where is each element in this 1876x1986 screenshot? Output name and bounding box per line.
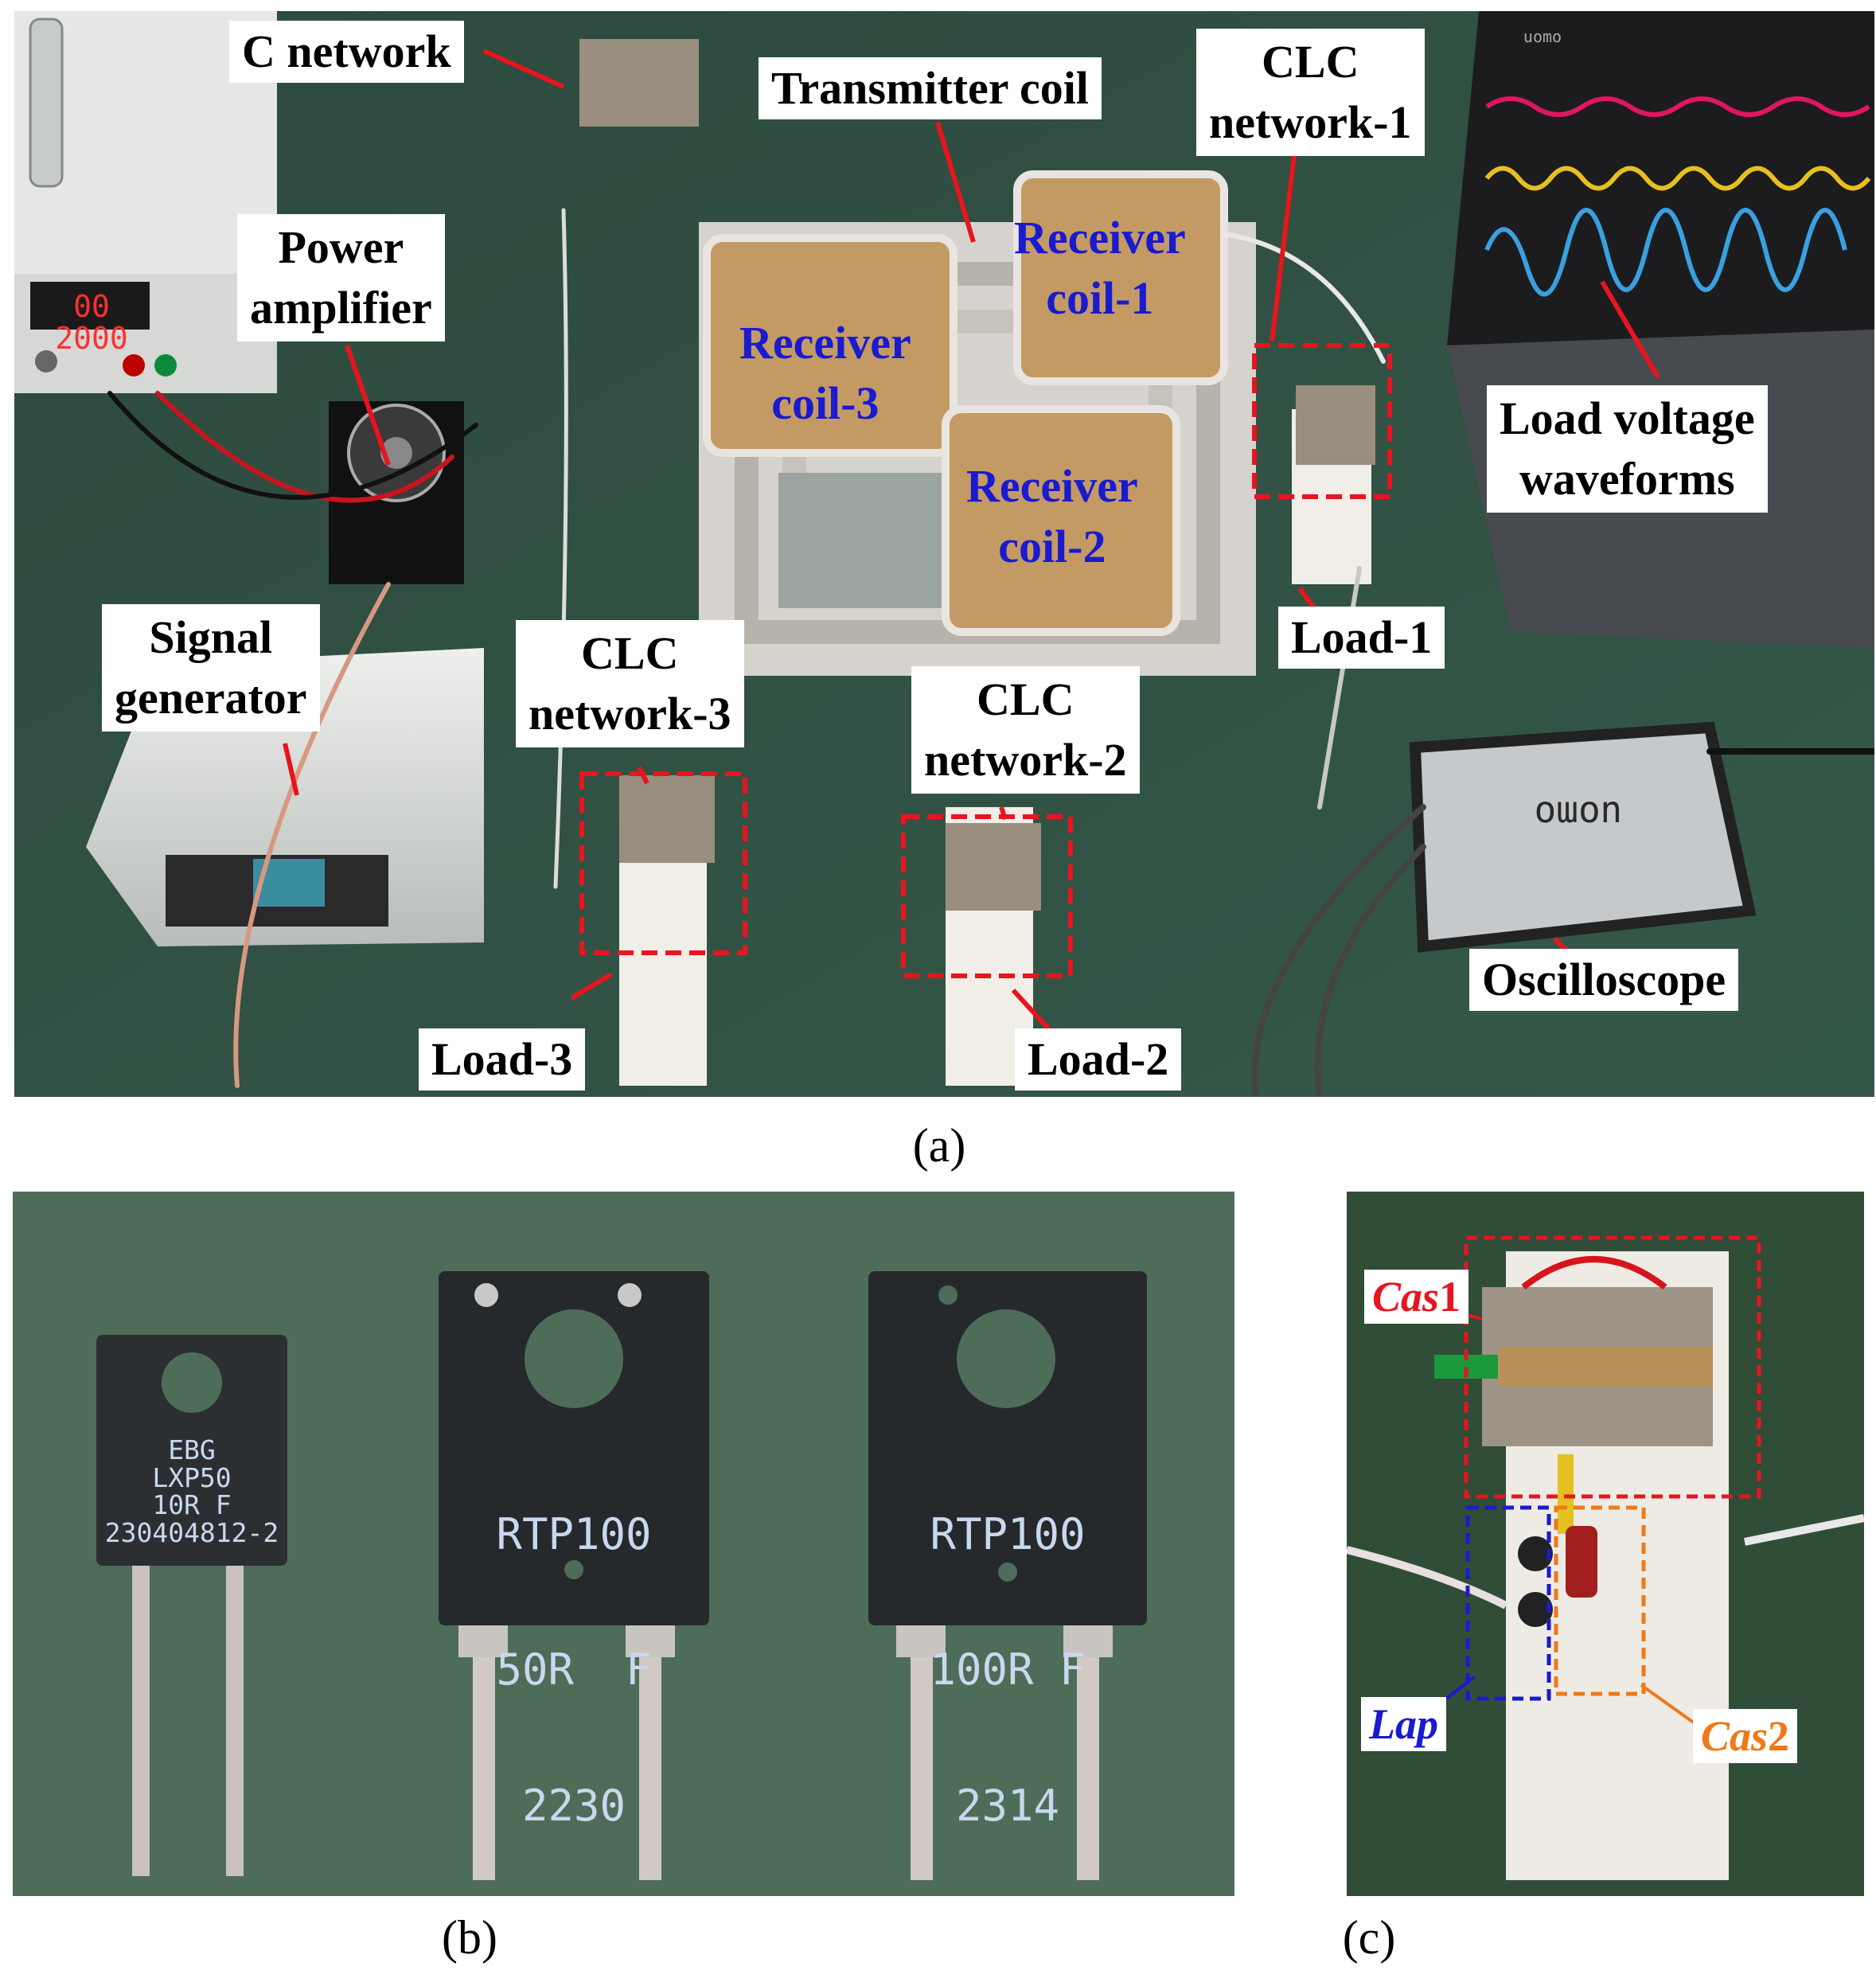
caption-b: (b) <box>442 1911 497 1964</box>
label-oscilloscope: Oscilloscope <box>1469 949 1739 1011</box>
resistor-lxp50 <box>96 1335 287 1876</box>
label-rx2-line1: Receiver <box>966 460 1138 512</box>
label-cas2: Cas2 <box>1693 1709 1798 1763</box>
resistor-1-line2: LXP50 <box>152 1461 232 1493</box>
label-load-wave-line1: Load voltage <box>1500 392 1755 444</box>
label-c-network: C network <box>229 21 464 83</box>
resistor-rtp100-50r <box>439 1271 709 1880</box>
resistor-2-line1: RTP100 <box>496 1509 652 1560</box>
laptop-brand: uomo <box>1523 27 1562 46</box>
label-cas1-suffix: 1 <box>1439 1273 1461 1321</box>
label-clc-network-2: CLC network-2 <box>911 666 1140 794</box>
panel-c-photo: Cas1 Lap Cas2 <box>1347 1192 1864 1896</box>
resistor-1-line3: 10R F <box>152 1489 232 1521</box>
caption-c: (c) <box>1342 1911 1396 1964</box>
experimental-setup-photo <box>14 11 1874 1097</box>
label-clc3-line2: network-3 <box>528 688 731 739</box>
resistor-2-line2: 50R F <box>496 1645 652 1695</box>
clc2-dashed-box <box>901 814 1073 978</box>
resistor-3-marking: RTP100 100R F 2314 <box>880 1422 1135 1896</box>
label-load-wave-line2: waveforms <box>1519 453 1735 505</box>
psu-display: 00 2000 <box>55 289 128 356</box>
label-rx1-line1: Receiver <box>1014 212 1186 263</box>
panel-a-photo: 00 2000 uomo uomo C network Transmitter … <box>14 11 1874 1097</box>
lap-dashed-box <box>1465 1505 1551 1701</box>
label-power-amplifier: Power amplifier <box>237 214 445 341</box>
clc1-capacitor <box>1296 385 1375 465</box>
cas2-dashed-box <box>1554 1505 1646 1696</box>
clc2-capacitor <box>946 823 1041 911</box>
label-clc2-line1: CLC <box>977 673 1075 725</box>
label-power-line1: Power <box>278 221 404 273</box>
resistor-2-marking: RTP100 50R F 2230 <box>450 1422 697 1896</box>
label-cas2-suffix: 2 <box>1768 1712 1790 1760</box>
cas1-dashed-box <box>1464 1235 1761 1499</box>
scope-brand: uomo <box>1534 793 1623 837</box>
variable-capacitor <box>1434 1256 1713 1446</box>
clc3-dashed-box <box>579 771 747 955</box>
label-load-voltage-waveforms: Load voltage waveforms <box>1487 385 1768 513</box>
resistor-1-line4: 230404812-2 <box>104 1516 279 1548</box>
label-cas1-prefix: Cas <box>1372 1273 1440 1321</box>
label-transmitter-coil: Transmitter coil <box>759 57 1102 119</box>
clc3-capacitor <box>619 775 715 863</box>
label-clc1-line1: CLC <box>1262 36 1359 88</box>
label-clc3-line1: CLC <box>581 627 679 679</box>
label-cas1: Cas1 <box>1364 1270 1469 1324</box>
oscilloscope-device <box>1409 721 1757 953</box>
label-load-1: Load-1 <box>1278 607 1445 669</box>
label-receiver-coil-3: Receiver coil-3 <box>727 310 924 437</box>
resistor-1-marking: EBG LXP50 10R F 230404812-2 <box>100 1434 283 1548</box>
label-receiver-coil-1: Receiver coil-1 <box>1001 205 1199 332</box>
label-clc2-line2: network-2 <box>924 734 1127 786</box>
c-network-capacitor <box>579 39 699 127</box>
label-signal-generator: Signal generator <box>102 604 320 732</box>
label-signal-line2: generator <box>115 672 307 724</box>
label-signal-line1: Signal <box>149 611 273 663</box>
resistor-3-line3: 2314 <box>955 1780 1060 1831</box>
label-clc-network-1: CLC network-1 <box>1196 29 1425 156</box>
power-resistors-photo <box>13 1192 1234 1896</box>
label-clc1-line2: network-1 <box>1209 96 1412 148</box>
label-power-line2: amplifier <box>250 282 432 334</box>
laptop <box>1447 11 1874 648</box>
label-clc-network-3: CLC network-3 <box>516 620 744 747</box>
label-rx2-line2: coil-2 <box>998 521 1106 572</box>
panel-b-photo: EBG LXP50 10R F 230404812-2 RTP100 50R F… <box>13 1192 1234 1896</box>
resistor-3-line1: RTP100 <box>930 1509 1086 1560</box>
caption-a: (a) <box>912 1119 966 1172</box>
label-load-3: Load-3 <box>419 1028 586 1091</box>
transmitter-coil <box>699 170 1256 676</box>
label-rx1-line2: coil-1 <box>1046 272 1154 324</box>
resistor-rtp100-100r <box>868 1271 1147 1880</box>
label-cas2-prefix: Cas <box>1701 1712 1769 1760</box>
label-load-2: Load-2 <box>1015 1028 1182 1091</box>
resistor-3-line2: 100R F <box>930 1645 1086 1695</box>
resistor-1-line1: EBG <box>168 1434 216 1465</box>
resistor-2-line3: 2230 <box>521 1780 626 1831</box>
label-rx3-line1: Receiver <box>739 317 911 369</box>
label-receiver-coil-2: Receiver coil-2 <box>954 453 1151 580</box>
label-lap: Lap <box>1361 1697 1446 1751</box>
label-rx3-line2: coil-3 <box>771 377 879 429</box>
cables <box>107 208 1874 1097</box>
